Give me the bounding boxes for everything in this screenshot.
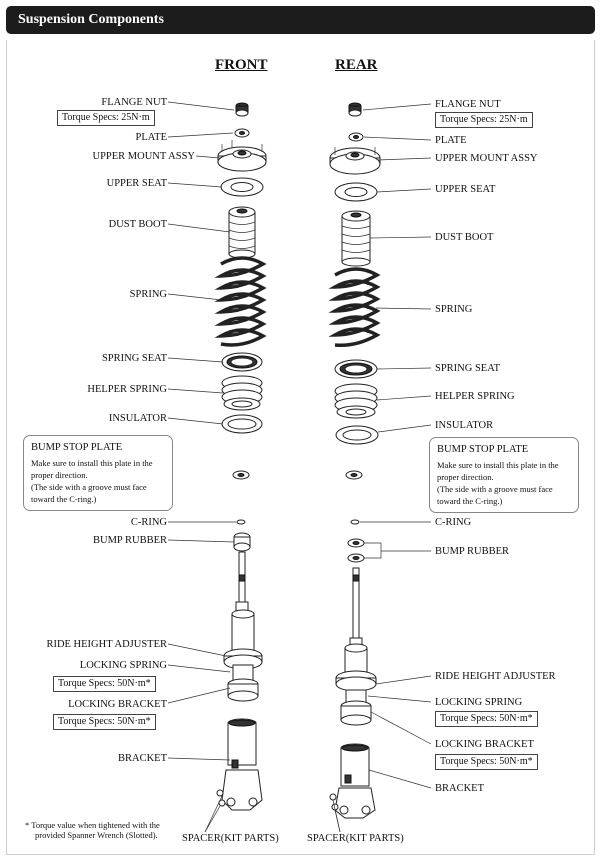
rear-bump-rubber-label: BUMP RUBBER <box>435 546 510 557</box>
front-column-title: FRONT <box>215 57 268 73</box>
rear-ride-height-adjuster-label: RIDE HEIGHT ADJUSTER <box>435 671 556 682</box>
rear-bracket-label: BRACKET <box>435 783 485 794</box>
front-bump-stop-line4: toward the C-ring.) <box>31 494 97 504</box>
rear-flange-nut-torque: Torque Specs: 25N·m <box>435 112 533 128</box>
footnote-line1: * Torque value when tightened with the <box>25 820 160 830</box>
front-dust-boot-label: DUST BOOT <box>108 219 167 230</box>
rear-spacer-label: SPACER(KIT PARTS) <box>307 833 404 844</box>
footnote-line2: provided Spanner Wrench (Slotted). <box>35 830 158 840</box>
front-helper-spring-label: HELPER SPRING <box>87 384 167 395</box>
rear-upper-mount-label: UPPER MOUNT ASSY <box>435 153 538 164</box>
rear-dust-boot-label: DUST BOOT <box>435 232 494 243</box>
rear-flange-nut-label: FLANGE NUT <box>435 99 501 110</box>
front-flange-nut-torque: Torque Specs: 25N·m <box>57 110 155 126</box>
rear-insulator-label: INSULATOR <box>435 420 494 431</box>
front-bump-stop-line3: (The side with a groove must face <box>31 482 147 492</box>
rear-bump-stop-title: BUMP STOP PLATE <box>437 444 529 455</box>
front-locking-spring-label: LOCKING SPRING <box>79 660 167 671</box>
front-ride-height-adjuster-label: RIDE HEIGHT ADJUSTER <box>46 639 167 650</box>
rear-helper-spring-label: HELPER SPRING <box>435 391 515 402</box>
rear-spring-label: SPRING <box>435 304 473 315</box>
front-locking-bracket-torque: Torque Specs: 50N·m* <box>53 714 156 730</box>
rear-bump-stop-note: BUMP STOP PLATE Make sure to install thi… <box>429 437 579 513</box>
rear-c-ring-label: C-RING <box>435 517 472 528</box>
rear-locking-spring-torque: Torque Specs: 50N·m* <box>435 711 538 727</box>
rear-bump-stop-line1: Make sure to install this plate in the <box>437 460 559 470</box>
rear-locking-spring-label: LOCKING SPRING <box>435 697 523 708</box>
content-frame <box>6 40 595 855</box>
rear-bump-stop-line3: (The side with a groove must face <box>437 484 553 494</box>
rear-upper-seat-label: UPPER SEAT <box>435 184 496 195</box>
front-insulator-label: INSULATOR <box>108 413 167 424</box>
front-upper-mount-label: UPPER MOUNT ASSY <box>92 151 195 162</box>
front-plate-label: PLATE <box>135 132 168 143</box>
front-flange-nut-label: FLANGE NUT <box>101 97 167 108</box>
front-upper-seat-label: UPPER SEAT <box>106 178 167 189</box>
rear-column-title: REAR <box>335 57 378 73</box>
front-locking-spring-torque: Torque Specs: 50N·m* <box>53 676 156 692</box>
rear-bump-stop-line2: proper direction. <box>437 472 494 482</box>
front-spacer-label: SPACER(KIT PARTS) <box>182 833 279 844</box>
front-bump-stop-title: BUMP STOP PLATE <box>31 442 123 453</box>
front-bump-rubber-label: BUMP RUBBER <box>92 535 167 546</box>
front-c-ring-label: C-RING <box>130 517 167 528</box>
front-locking-bracket-label: LOCKING BRACKET <box>68 699 167 710</box>
rear-bump-stop-line4: toward the C-ring.) <box>437 496 503 506</box>
front-bump-stop-line2: proper direction. <box>31 470 88 480</box>
front-bracket-label: BRACKET <box>117 753 167 764</box>
rear-plate-label: PLATE <box>435 135 467 146</box>
rear-locking-bracket-label: LOCKING BRACKET <box>435 739 534 750</box>
front-spring-seat-label: SPRING SEAT <box>101 353 167 364</box>
page-title: Suspension Components <box>18 12 164 27</box>
torque-footnote: * Torque value when tightened with the p… <box>25 820 160 840</box>
front-bump-stop-note: BUMP STOP PLATE Make sure to install thi… <box>23 435 173 511</box>
section-header: Suspension Components <box>6 6 595 34</box>
front-spring-label: SPRING <box>129 289 167 300</box>
rear-spring-seat-label: SPRING SEAT <box>435 363 501 374</box>
rear-locking-bracket-torque: Torque Specs: 50N·m* <box>435 754 538 770</box>
front-bump-stop-line1: Make sure to install this plate in the <box>31 458 153 468</box>
